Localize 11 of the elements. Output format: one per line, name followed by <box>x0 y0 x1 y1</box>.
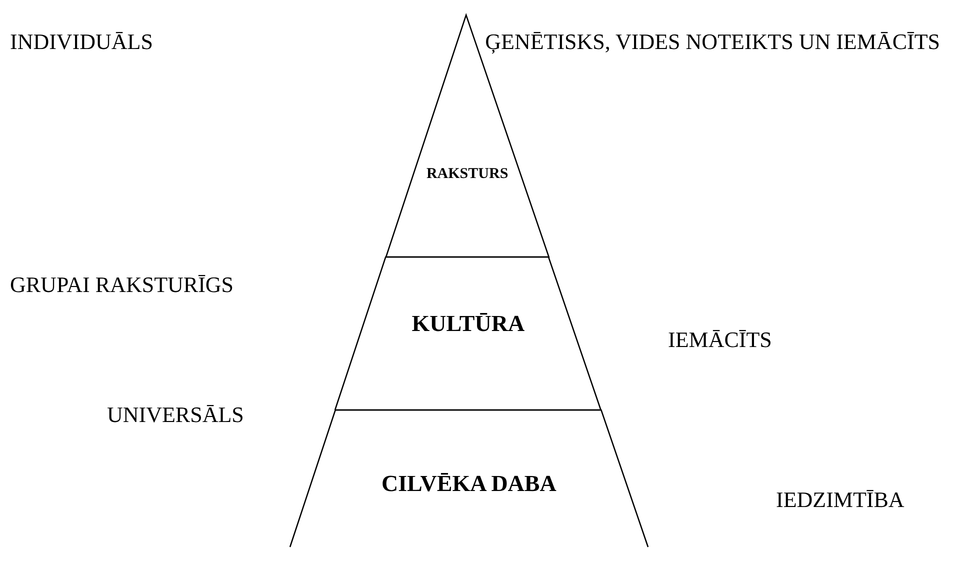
level-description: UNIVERSĀLS <box>107 401 244 429</box>
pyramid-level <box>335 257 602 410</box>
level-title: RAKSTURS <box>425 166 510 183</box>
level-description: IEDZIMTĪBA <box>776 486 904 514</box>
level-description: INDIVIDUĀLS <box>10 28 153 56</box>
level-description: GRUPAI RAKSTURĪGS <box>10 271 234 299</box>
level-description: IEMĀCĪTS <box>668 326 772 354</box>
pyramid-level <box>290 410 648 547</box>
level-title: CILVĒKA DABA <box>380 471 558 498</box>
level-description: ĢENĒTISKS, VIDES NOTEIKTS UN IEMĀCĪTS <box>484 28 940 56</box>
level-title: KULTŪRA <box>410 311 526 338</box>
